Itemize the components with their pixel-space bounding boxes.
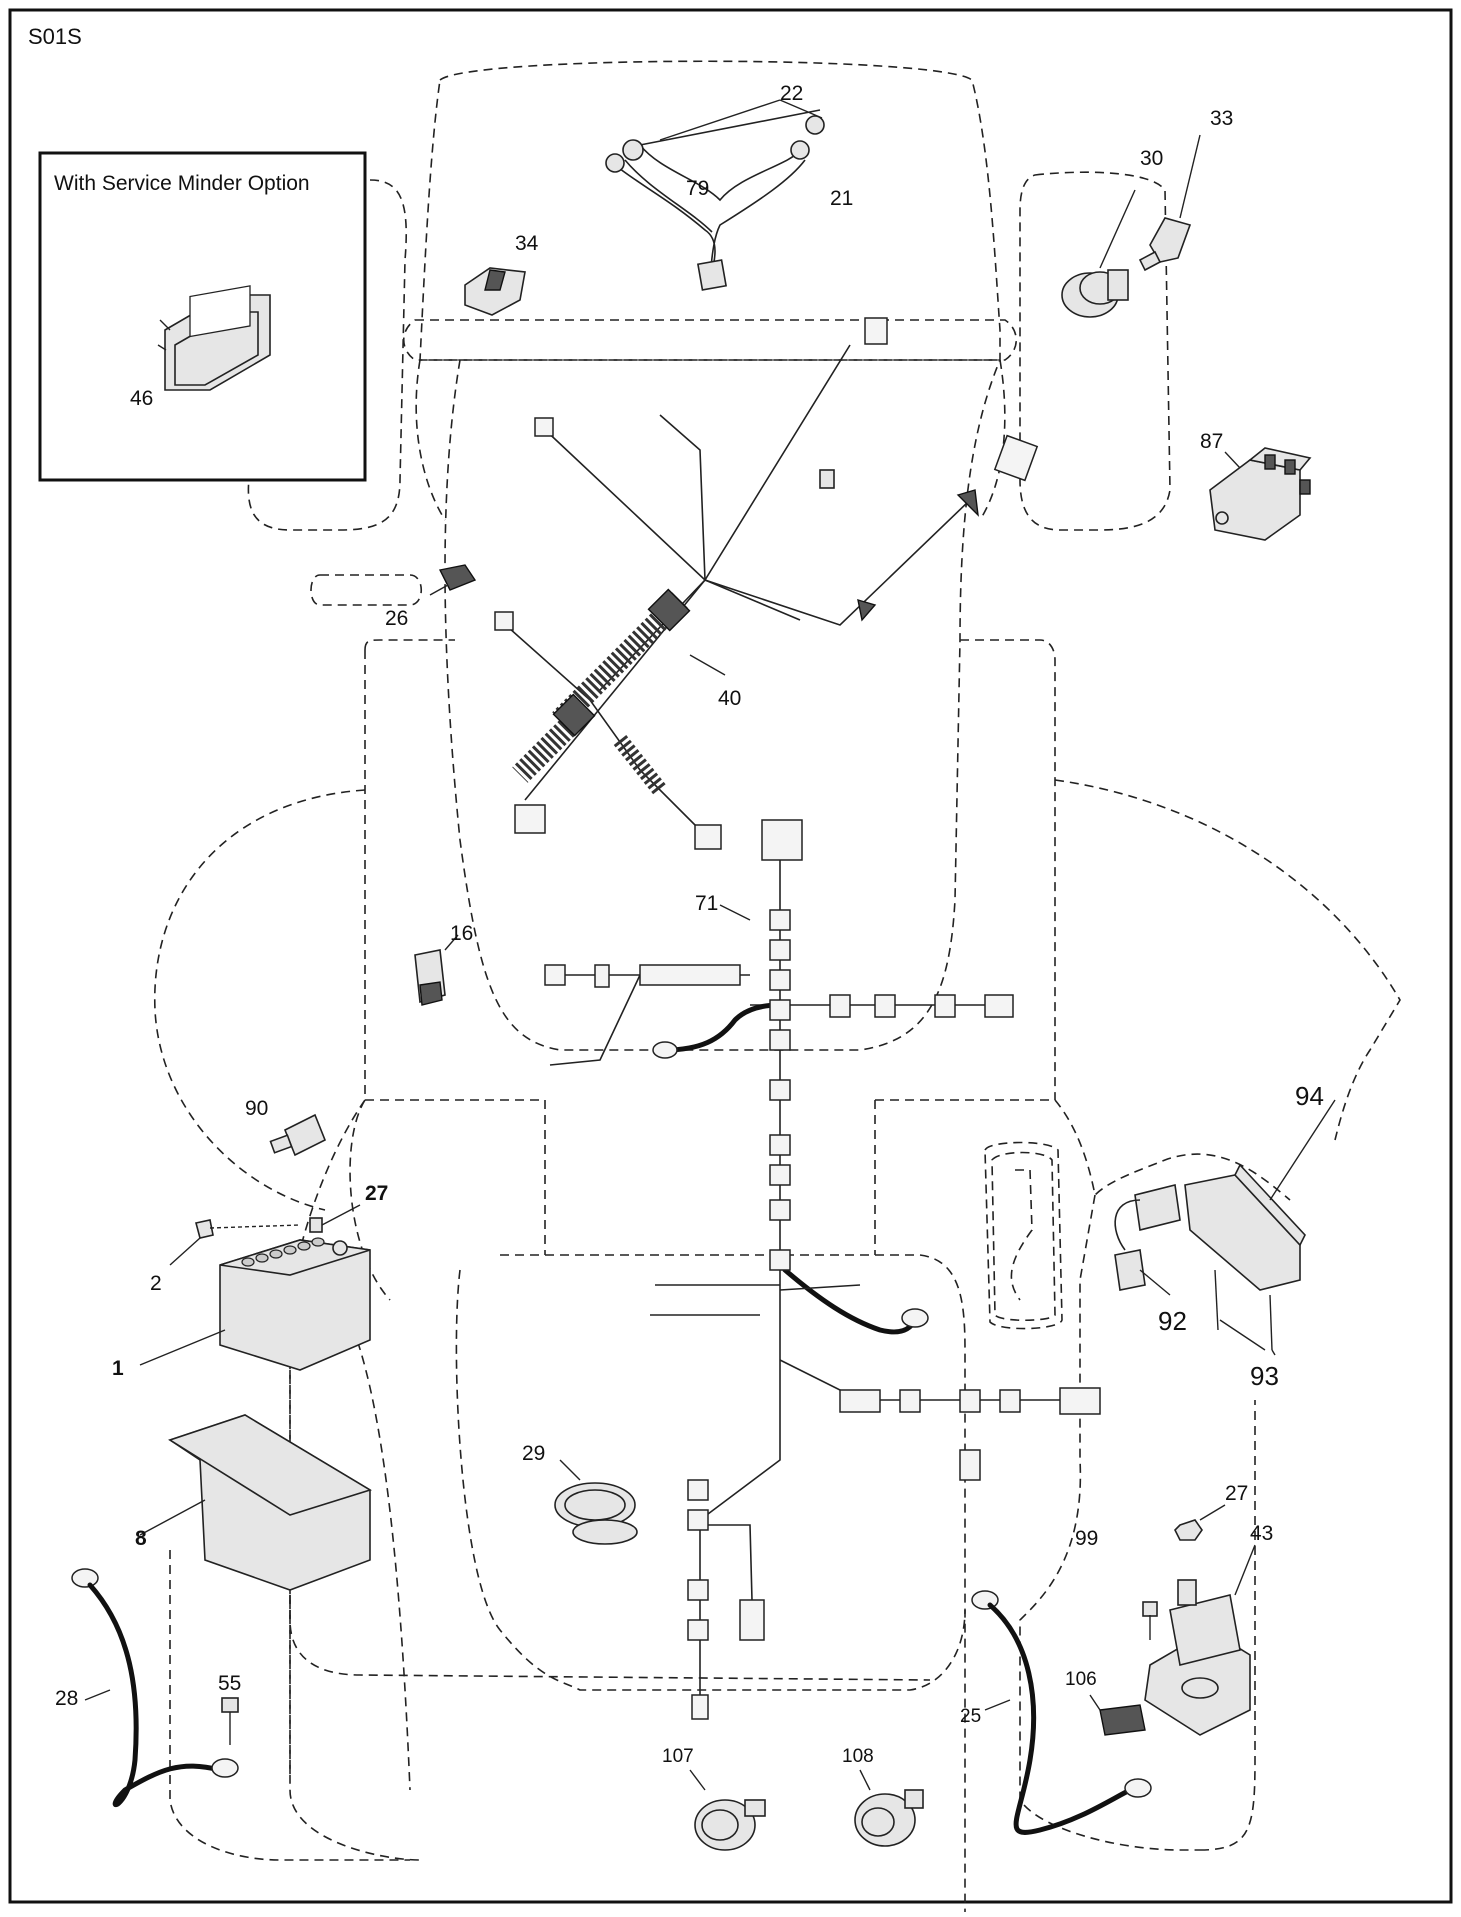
starter-solenoid-icon (854, 1769, 924, 1847)
callout-34: 34 (515, 232, 539, 255)
callout-1: 1 (112, 1357, 124, 1380)
callout-55: 55 (218, 1672, 241, 1695)
starter-cable-icon (971, 1590, 1152, 1835)
callout-106: 106 (1065, 1669, 1097, 1690)
callout-33: 33 (1210, 107, 1233, 130)
ignition-switch-icon (1061, 189, 1136, 318)
solenoid-nut-icon (1174, 1504, 1226, 1541)
service-minder-display-icon (157, 285, 271, 391)
callout-87: 87 (1200, 430, 1223, 453)
seat-switch-icon (414, 934, 459, 1006)
callout-26: 26 (385, 607, 408, 630)
solenoid-icon (1144, 1544, 1256, 1736)
control-module-icon (1114, 1099, 1336, 1296)
battery-bolt-icon (169, 1219, 301, 1266)
page-border (8, 8, 1453, 1904)
battery-icon (139, 1237, 371, 1371)
callout-46: 46 (130, 387, 153, 410)
callout-79: 79 (686, 177, 709, 200)
callout-16: 16 (450, 922, 473, 945)
diagram-code: S01S (28, 24, 82, 49)
callout-30: 30 (1140, 147, 1163, 170)
cable-bolt-icon (221, 1697, 239, 1745)
callout-29: 29 (522, 1442, 545, 1465)
callout-25: 25 (960, 1706, 981, 1727)
callout-27-solenoid: 27 (1225, 1482, 1248, 1505)
fuel-solenoid-icon (689, 1769, 766, 1851)
battery-nut-icon (309, 1204, 361, 1233)
callout-labels: 46 22 79 21 34 30 33 87 26 40 71 16 90 2… (55, 82, 1324, 1767)
callout-94: 94 (1295, 1081, 1324, 1111)
screws-icon (1214, 1269, 1276, 1356)
callout-28: 28 (55, 1687, 78, 1710)
callout-27-battery: 27 (365, 1182, 388, 1205)
battery-tray-icon (139, 1414, 372, 1591)
callout-107: 107 (662, 1746, 694, 1767)
clip-icon (1089, 1694, 1146, 1736)
callout-90: 90 (245, 1097, 268, 1120)
callout-93: 93 (1250, 1361, 1279, 1391)
relay-switch-icon (1209, 447, 1312, 541)
callout-21: 21 (830, 187, 853, 210)
pto-switch-icon (464, 267, 526, 316)
callout-71: 71 (695, 892, 718, 915)
battery-cable-icon (71, 1568, 239, 1808)
callout-43: 43 (1250, 1522, 1273, 1545)
callout-8: 8 (135, 1527, 147, 1550)
callout-92: 92 (1158, 1306, 1187, 1336)
inset-caption: With Service Minder Option (54, 172, 310, 195)
callout-40: 40 (718, 687, 741, 710)
main-wire-harness-icon (494, 317, 1039, 850)
grommet-icon (554, 1459, 638, 1545)
headlight-harness-icon (605, 99, 825, 291)
lower-wire-harness-icon (544, 819, 1101, 1720)
callout-108: 108 (842, 1746, 874, 1767)
solenoid-screw-icon (1142, 1601, 1158, 1640)
callout-22: 22 (780, 82, 803, 105)
callout-2: 2 (150, 1272, 162, 1295)
safety-switch-icon (269, 1113, 327, 1157)
ignition-key-icon (1138, 134, 1201, 272)
callout-99: 99 (1075, 1527, 1098, 1550)
fuse-icon (429, 564, 477, 596)
